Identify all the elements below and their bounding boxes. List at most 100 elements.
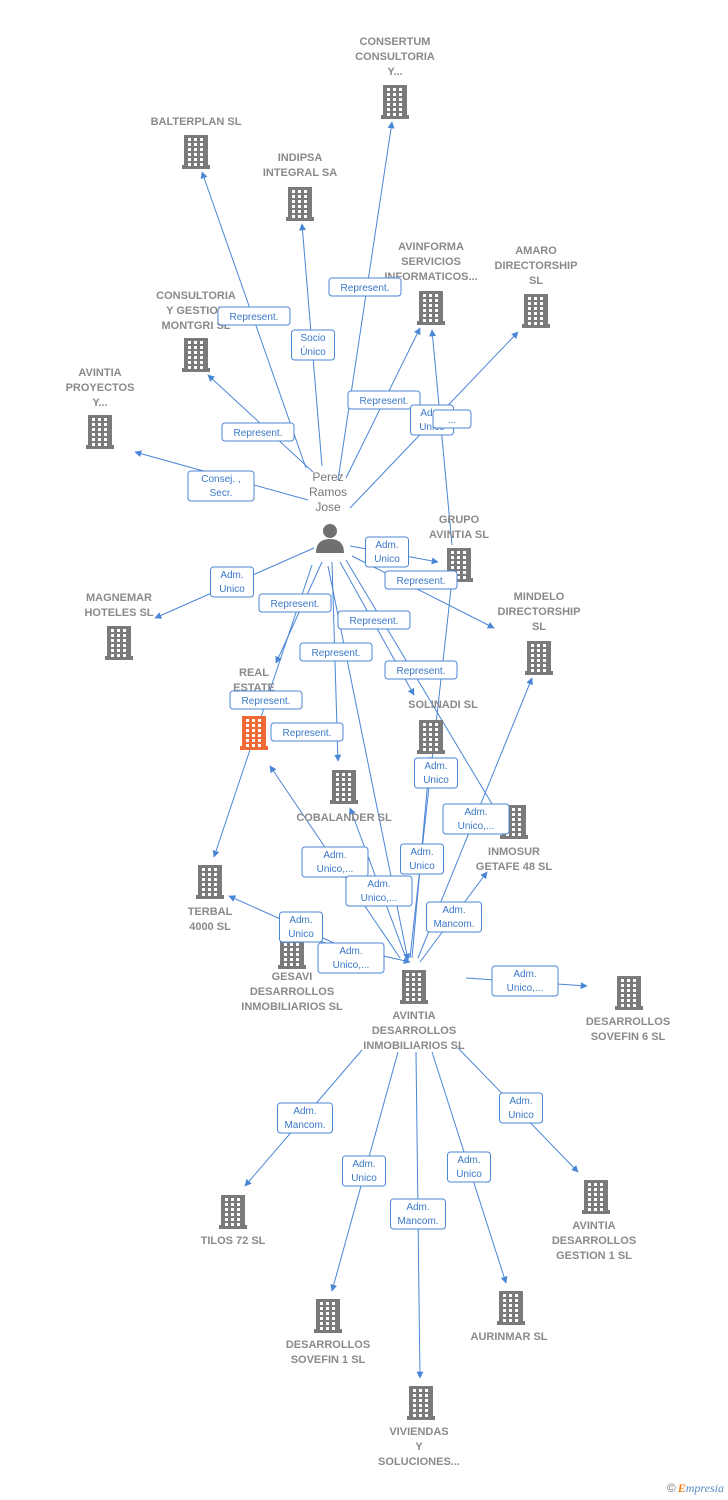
building-window — [237, 1203, 240, 1206]
building-window — [252, 739, 255, 742]
company-label-tilos[interactable]: TILOS 72 SL — [201, 1235, 266, 1247]
building-window — [194, 148, 197, 151]
person-icon[interactable] — [316, 524, 344, 553]
edge-label[interactable]: Represent. — [299, 642, 373, 662]
edge-label[interactable]: Consej. ,Secr. — [187, 470, 255, 502]
building-window — [406, 993, 409, 996]
building-icon-cobalander[interactable] — [330, 770, 358, 804]
building-window — [515, 1304, 518, 1307]
company-name-line: DIRECTORSHIP — [498, 606, 581, 618]
edge-label[interactable]: Represent. — [337, 610, 411, 630]
edge-label[interactable]: Adm.Unico — [210, 566, 254, 598]
company-label-avintia_proyectos[interactable]: AVINTIAPROYECTOSY... — [66, 367, 135, 409]
building-window — [348, 793, 351, 796]
building-window — [423, 314, 426, 317]
edge-label[interactable]: Adm.Unico — [279, 911, 323, 943]
edge-label-box — [390, 1198, 446, 1230]
building-window — [429, 723, 432, 726]
building-icon-real_estate[interactable] — [240, 716, 268, 750]
edge-label[interactable]: Adm.Unico,... — [317, 942, 385, 974]
edge-label[interactable]: Represent. — [328, 277, 402, 297]
building-icon-terbal[interactable] — [196, 865, 224, 899]
company-label-consertum[interactable]: CONSERTUMCONSULTORIAY... — [355, 36, 435, 78]
edge-label[interactable]: Adm.Unico,... — [442, 803, 510, 835]
company-label-aurinmar[interactable]: AURINMAR SL — [471, 1331, 548, 1343]
edge-label[interactable]: Represent. — [229, 690, 303, 710]
building-window — [225, 1213, 228, 1216]
building-icon-aurinmar[interactable] — [497, 1291, 525, 1325]
edge-label[interactable]: Represent. — [384, 660, 458, 680]
building-window — [512, 818, 515, 821]
edge-label[interactable]: Adm.Mancom. — [277, 1102, 333, 1134]
edge-label[interactable]: ... — [432, 409, 472, 429]
edge-label[interactable]: Adm.Unico — [499, 1092, 543, 1124]
building-icon-consultoria[interactable] — [182, 338, 210, 372]
edge-label[interactable]: Adm.Unico — [414, 757, 458, 789]
building-base — [525, 671, 553, 675]
building-window — [633, 999, 636, 1002]
edge-label[interactable]: Represent. — [217, 306, 291, 326]
edge-label[interactable]: Adm.Unico — [365, 536, 409, 568]
building-window — [518, 818, 521, 821]
company-label-avinforma[interactable]: AVINFORMASERVICIOSINFORMATICOS... — [384, 241, 477, 283]
building-icon-avintia_proyectos[interactable] — [86, 415, 114, 449]
edge-label[interactable]: Represent. — [384, 570, 458, 590]
building-icon-magnemar[interactable] — [105, 626, 133, 660]
edge-label[interactable]: Adm.Unico — [342, 1155, 386, 1187]
edge-label[interactable]: Represent. — [347, 390, 421, 410]
building-icon-mindelo[interactable] — [525, 641, 553, 675]
building-base — [105, 656, 133, 660]
edge-label-text: Consej. , — [201, 474, 240, 485]
building-window — [435, 314, 438, 317]
building-icon-avintia_desarrollos[interactable] — [400, 970, 428, 1004]
edge-label[interactable]: Adm.Unico — [400, 843, 444, 875]
edge-label[interactable]: Adm.Unico,... — [491, 965, 559, 997]
building-window — [503, 1309, 506, 1312]
edge-label[interactable]: Represent. — [221, 422, 295, 442]
building-window — [543, 644, 546, 647]
building-icon-sovefin6[interactable] — [615, 976, 643, 1010]
edge-label[interactable]: Represent. — [258, 593, 332, 613]
edge-label[interactable]: Adm.Mancom. — [390, 1198, 446, 1230]
building-icon-viviendas[interactable] — [407, 1386, 435, 1420]
edge-label[interactable]: Adm.Mancom. — [426, 901, 482, 933]
building-window — [419, 1404, 422, 1407]
building-icon-indipsa[interactable] — [286, 187, 314, 221]
company-label-viviendas[interactable]: VIVIENDASYSOLUCIONES... — [378, 1426, 460, 1468]
building-icon-tilos[interactable] — [219, 1195, 247, 1229]
building-icon-balterplan[interactable] — [182, 135, 210, 169]
building-icon-consertum[interactable] — [381, 85, 409, 119]
building-window — [202, 893, 205, 896]
building-icon-sovefin1[interactable] — [314, 1299, 342, 1333]
building-icon-avintia_gestion[interactable] — [582, 1180, 610, 1214]
edge-label[interactable]: Adm.Unico — [447, 1151, 491, 1183]
company-label-balterplan[interactable]: BALTERPLAN SL — [151, 116, 242, 128]
building-window — [284, 958, 287, 961]
building-window — [503, 1294, 506, 1297]
building-window — [387, 108, 390, 111]
company-label-cobalander[interactable]: COBALANDER SL — [296, 812, 392, 824]
building-icon-solinadi[interactable] — [417, 720, 445, 754]
edge-label[interactable]: Represent. — [270, 722, 344, 742]
building-icon-avinforma[interactable] — [417, 291, 445, 325]
edge-label[interactable]: Adm.Unico,... — [345, 875, 413, 907]
company-label-solinadi[interactable]: SOLINADI SL — [408, 699, 478, 711]
edge-label[interactable]: Adm.Unico,... — [301, 846, 369, 878]
building-window — [451, 566, 454, 569]
building-icon-amaro[interactable] — [522, 294, 550, 328]
